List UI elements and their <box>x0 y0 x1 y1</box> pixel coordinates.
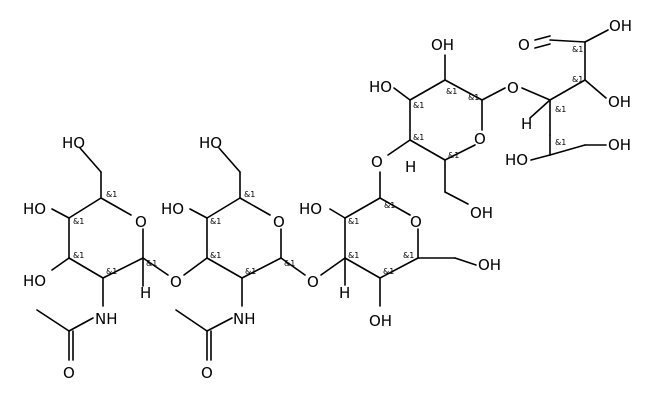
hydroxyl-a-c6: HO <box>62 134 85 152</box>
stereo-label: &1 <box>468 93 479 102</box>
glycosidic-oxygen-ab: O <box>170 273 182 291</box>
stereo-label: &1 <box>244 190 255 199</box>
ring-oxygen-a: O <box>135 213 147 231</box>
ring-galactose <box>329 171 477 307</box>
stereo-label: &1 <box>403 251 414 260</box>
stereo-label: &1 <box>446 87 457 96</box>
hydroxyl-d-c2: OH <box>431 36 454 54</box>
stereo-label: &1 <box>572 45 583 54</box>
hydroxyl-e-c3: OH <box>608 93 631 111</box>
open-chain-aldose <box>529 29 609 161</box>
hydroxyl-d-c3: HO <box>369 78 392 96</box>
stereo-label: &1 <box>245 267 256 276</box>
stereo-label: &1 <box>555 105 566 114</box>
stereo-label: &1 <box>348 251 359 260</box>
hydroxyl-c-c3: OH <box>369 312 392 330</box>
ring-oxygen-d: O <box>474 130 486 148</box>
ring-oxygen-b: O <box>273 213 285 231</box>
hydroxyl-c-c6: OH <box>478 256 501 274</box>
hydrogen-e-c4: H <box>521 115 532 133</box>
stereo-label: &1 <box>384 201 395 210</box>
glycosidic-oxygen-de: O <box>507 79 519 97</box>
amide-nh-a: NH <box>95 310 118 328</box>
carbonyl-o-a: O <box>63 364 75 382</box>
stereo-label: &1 <box>284 259 295 268</box>
stereo-label: &1 <box>73 251 84 260</box>
stereo-label: &1 <box>413 133 424 142</box>
carbonyl-o-b: O <box>201 364 213 382</box>
hydroxyl-e-c2: OH <box>609 17 632 35</box>
aldehyde-oxygen: O <box>518 36 530 54</box>
hydroxyl-d-c6: OH <box>470 204 493 222</box>
glycosidic-oxygen-bc: O <box>307 273 319 291</box>
stereo-label: &1 <box>210 217 221 226</box>
hydroxyl-b-c6: HO <box>199 134 222 152</box>
stereo-label: &1 <box>448 151 459 160</box>
hydrogen-a-c1: H <box>140 284 151 302</box>
stereo-label: &1 <box>106 267 117 276</box>
stereo-label: &1 <box>106 190 117 199</box>
stereo-label: &1 <box>413 101 424 110</box>
stereo-label: &1 <box>146 259 157 268</box>
glycosidic-oxygen-cd: O <box>371 153 383 171</box>
stereo-label: &1 <box>572 75 583 84</box>
stereo-label: &1 <box>210 251 221 260</box>
ring-glcnac-middle <box>175 147 282 361</box>
hydroxyl-e-c6: OH <box>608 136 631 154</box>
hydroxyl-c-c2: HO <box>299 200 322 218</box>
hydroxyl-a-c3: HO <box>23 272 46 290</box>
hydroxyl-a-c4: HO <box>23 200 46 218</box>
hydroxyl-b-c4: HO <box>161 200 184 218</box>
ring-glcnac-left <box>36 147 144 361</box>
hydrogen-c-c4: H <box>339 284 350 302</box>
hydrogen-d-c4: H <box>405 158 416 176</box>
stereo-label: &1 <box>383 267 394 276</box>
amide-nh-b: NH <box>233 310 256 328</box>
hydroxyl-e-c5: HO <box>505 151 528 169</box>
stereo-label: &1 <box>73 217 84 226</box>
stereo-label: &1 <box>348 217 359 226</box>
ring-glucose <box>393 54 506 205</box>
stereo-label: &1 <box>555 138 566 147</box>
ring-oxygen-c: O <box>410 213 422 231</box>
